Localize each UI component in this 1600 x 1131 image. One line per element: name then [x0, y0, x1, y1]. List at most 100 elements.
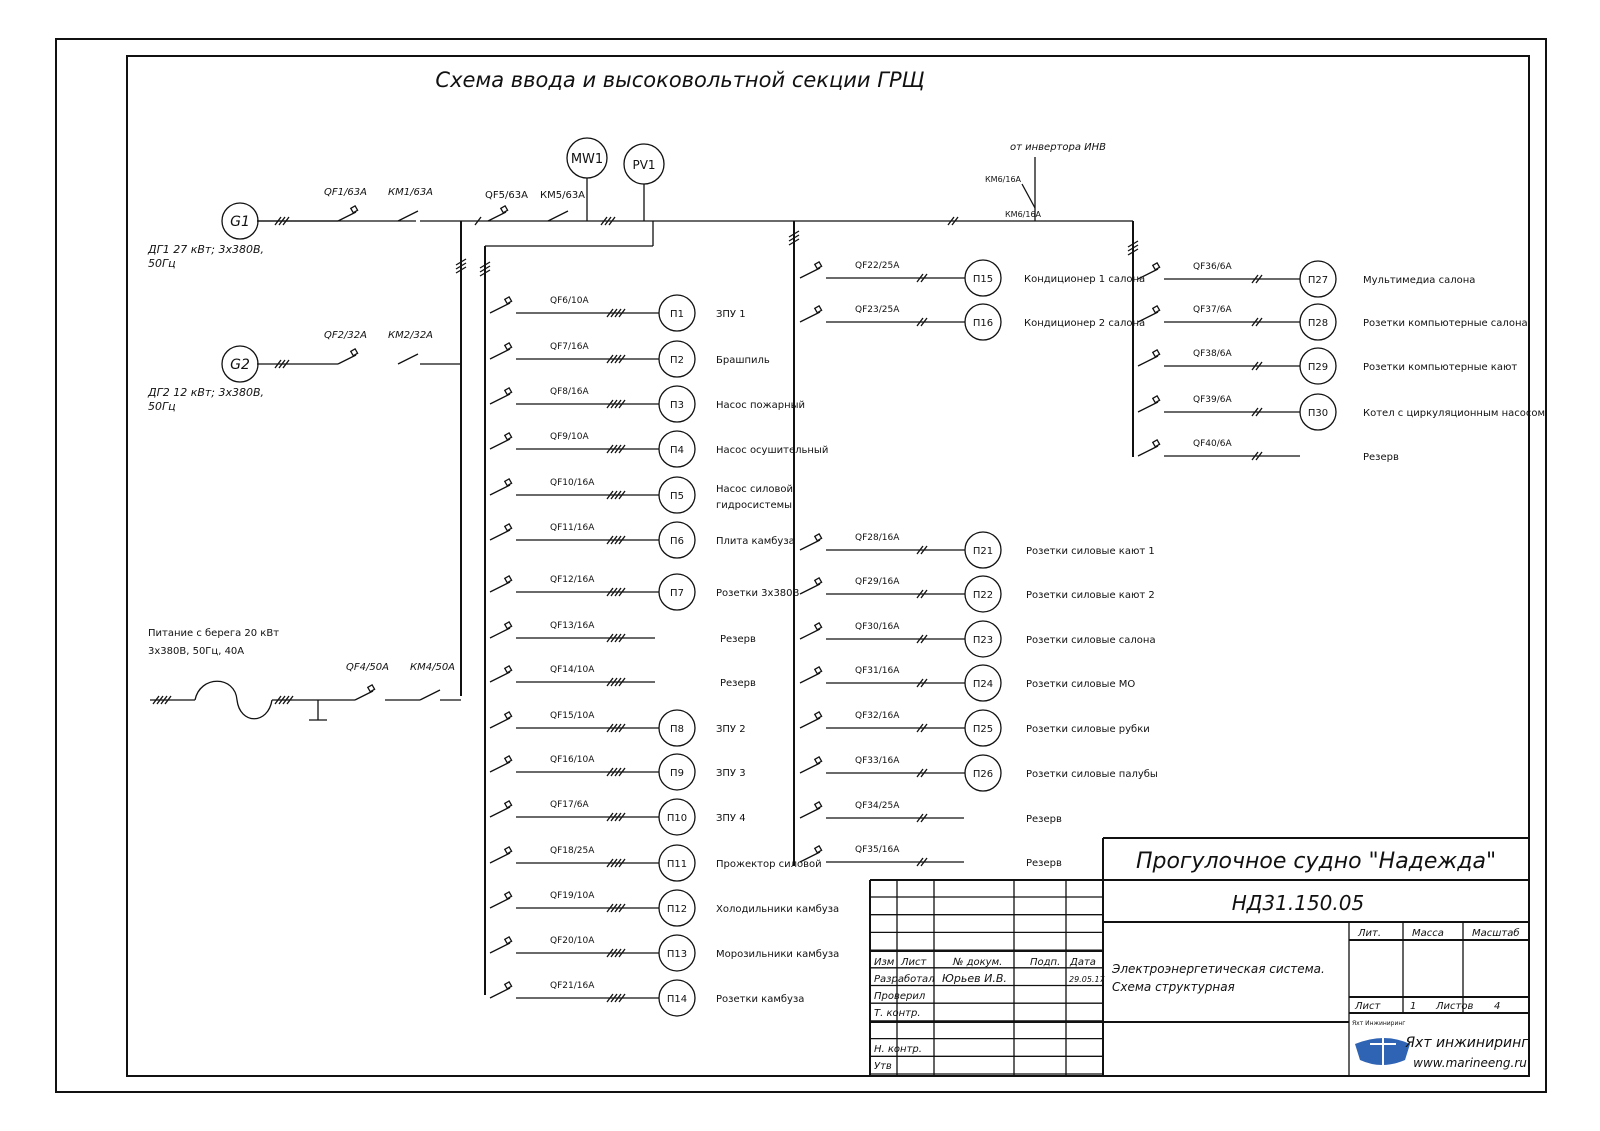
- breaker-latch: [349, 348, 359, 357]
- inverter-note: от инвертора ИНВ: [1010, 142, 1106, 153]
- generator-contactor: [397, 353, 419, 365]
- breaker-latch: [503, 432, 513, 441]
- load-symbol: [964, 664, 1002, 702]
- phase-tick: [610, 354, 618, 364]
- breaker-latch: [813, 577, 823, 586]
- generator-caption: ДГ1 27 кВт; 3х380В,: [147, 243, 264, 256]
- phase-tick: [606, 308, 614, 318]
- phase-tick: [1255, 361, 1263, 371]
- feeder-desc: Мультимедиа салона: [1363, 275, 1475, 286]
- feeder-qf-label: QF20/10A: [550, 936, 595, 946]
- phase-tick: [920, 813, 928, 823]
- generator-km-label: КМ1/63А: [388, 187, 433, 198]
- feeder-breaker: [489, 581, 511, 593]
- feeder-desc: Прожектор силовой: [716, 859, 822, 870]
- feeder-qf-label: QF34/25A: [855, 801, 900, 811]
- feeder-desc: Насос пожарный: [716, 400, 805, 411]
- generator-symbol-label: G2: [230, 357, 250, 373]
- feeder-breaker: [1137, 268, 1159, 280]
- feeder-qf-label: QF33/16A: [855, 756, 900, 766]
- feeder-qf-label: QF30/16A: [855, 622, 900, 632]
- phase-tick: [606, 633, 614, 643]
- load-label: П1: [670, 309, 684, 320]
- feeder-desc: Розетки силовые кают 1: [1026, 546, 1155, 557]
- feeder-qf-label: QF6/10A: [550, 296, 589, 306]
- breaker-latch: [503, 342, 513, 351]
- feeder-row: QF18/25A П11 Прожектор силовой: [489, 844, 822, 882]
- breaker-latch: [503, 755, 513, 764]
- phase-tick: [614, 903, 622, 913]
- generator-caption: 50Гц: [148, 257, 176, 270]
- phase-tick: [916, 634, 924, 644]
- load-circle: П30: [1299, 393, 1337, 431]
- load-symbol: [964, 575, 1002, 613]
- load-circle: П13: [658, 934, 696, 972]
- feeder-desc: Холодильники камбуза: [716, 904, 839, 915]
- load-symbol: [658, 979, 696, 1017]
- feeder-qf-label: QF18/25A: [550, 846, 595, 856]
- drawing-frame: [55, 38, 1547, 1093]
- phase-tick: [610, 535, 618, 545]
- phase-tick: [1255, 407, 1263, 417]
- phase-tick: [1127, 240, 1139, 248]
- breaker-latch: [503, 387, 513, 396]
- phase-tick: [278, 359, 286, 369]
- tb-header: Лист: [900, 957, 928, 968]
- phase-tick: [614, 993, 622, 1003]
- phase-tick: [618, 858, 626, 868]
- feeder-desc: Розетки силовые рубки: [1026, 724, 1150, 735]
- load-symbol: [658, 844, 696, 882]
- feeder-qf-label: QF22/25A: [855, 261, 900, 271]
- phase-tick: [618, 677, 626, 687]
- phase-tick: [618, 308, 626, 318]
- load-circle: П27: [1299, 260, 1337, 298]
- feeder-qf-label: QF9/10A: [550, 432, 589, 442]
- feeder-qf-label: QF36/6A: [1193, 262, 1232, 272]
- load-symbol: [658, 889, 696, 927]
- km6-bottom-label: КМ6/16А: [1005, 210, 1042, 219]
- load-label: П11: [667, 859, 687, 870]
- feeder-qf-label: QF11/16A: [550, 523, 595, 533]
- breaker-latch: [1151, 439, 1161, 448]
- phase-tick: [606, 723, 614, 733]
- load-label: П29: [1308, 362, 1328, 373]
- load-circle: П9: [658, 753, 696, 791]
- load-symbol: [964, 754, 1002, 792]
- phase-tick: [788, 230, 800, 238]
- feeder-qf-label: QF28/16A: [855, 533, 900, 543]
- load-symbol: [964, 531, 1002, 569]
- feeder-breaker: [799, 717, 821, 729]
- generator-qf-label: QF2/32A: [324, 330, 367, 341]
- phase-tick: [614, 948, 622, 958]
- phase-tick: [610, 633, 618, 643]
- feeder-breaker: [1137, 445, 1159, 457]
- phase-tick: [278, 695, 286, 705]
- phase-tick: [610, 399, 618, 409]
- phase-tick: [920, 273, 928, 283]
- load-label: П13: [667, 949, 687, 960]
- phase-tick: [606, 399, 614, 409]
- phase-tick: [610, 444, 618, 454]
- load-label: П21: [973, 546, 993, 557]
- phase-tick: [916, 273, 924, 283]
- shore-km-label: КМ4/50А: [410, 662, 455, 673]
- load-circle: П15: [964, 259, 1002, 297]
- feeder-qf-label: QF32/16A: [855, 711, 900, 721]
- phase-tick: [164, 695, 172, 705]
- feeder-qf-label: QF38/6A: [1193, 349, 1232, 359]
- feeder-breaker: [799, 807, 821, 819]
- load-circle: П16: [964, 303, 1002, 341]
- phase-tick: [788, 238, 800, 246]
- load-circle: П23: [964, 620, 1002, 658]
- feeder-breaker: [489, 302, 511, 314]
- load-label: П28: [1308, 318, 1328, 329]
- load-label: П24: [973, 679, 993, 690]
- feeder-qf-label: QF31/16A: [855, 666, 900, 676]
